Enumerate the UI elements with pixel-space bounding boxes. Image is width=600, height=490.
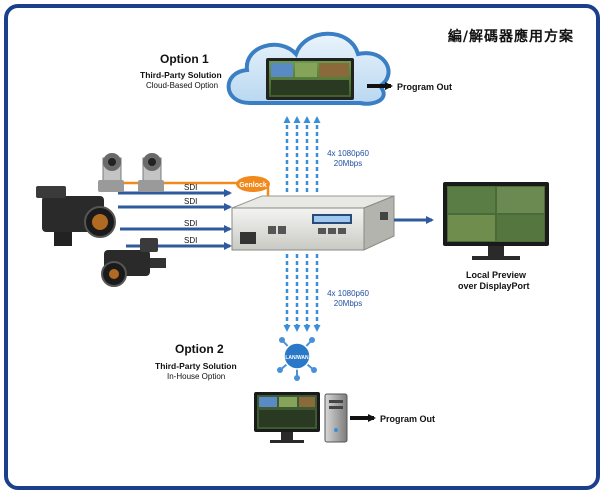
program-out-top-label: Program Out — [397, 82, 453, 92]
diagram-title: 編/解碼器應用方案 — [447, 29, 574, 45]
option2-detail: In-House Option — [167, 372, 226, 381]
broadcast-camera-icon — [36, 186, 116, 246]
local-preview-label: Local Preview — [466, 270, 527, 280]
ptz-camera-icon — [138, 153, 164, 192]
svg-text:LAN/WAN: LAN/WAN — [285, 355, 309, 361]
displayport-label: over DisplayPort — [458, 281, 530, 291]
workstation-monitor-icon — [254, 392, 320, 443]
encoder-device-icon — [231, 195, 395, 251]
option1-title: Option 1 — [160, 52, 209, 66]
sdi-label-4: SDI — [184, 236, 197, 245]
lower-stream-arrows — [283, 254, 321, 332]
option2-subtitle: Third-Party Solution — [155, 361, 237, 371]
svg-text:Genlock: Genlock — [239, 182, 267, 189]
network-hub-icon: LAN/WAN — [277, 337, 317, 381]
sdi-input-arrows — [118, 189, 232, 250]
program-out-bottom-label: Program Out — [380, 414, 436, 424]
option1-detail: Cloud-Based Option — [146, 81, 219, 90]
sdi-label-1: SDI — [184, 183, 197, 192]
genlock-badge: Genlock — [236, 176, 270, 192]
ptz-camera-icon — [98, 153, 124, 192]
camcorder-icon — [101, 238, 166, 287]
sdi-label-3: SDI — [184, 219, 197, 228]
upper-stream-arrows — [283, 116, 321, 192]
cloud-monitor-icon — [266, 58, 354, 100]
sdi-label-2: SDI — [184, 197, 197, 206]
preview-monitor-icon — [443, 182, 549, 260]
tower-pc-icon — [324, 393, 348, 443]
option1-subtitle: Third-Party Solution — [140, 70, 222, 80]
option2-title: Option 2 — [175, 342, 224, 356]
